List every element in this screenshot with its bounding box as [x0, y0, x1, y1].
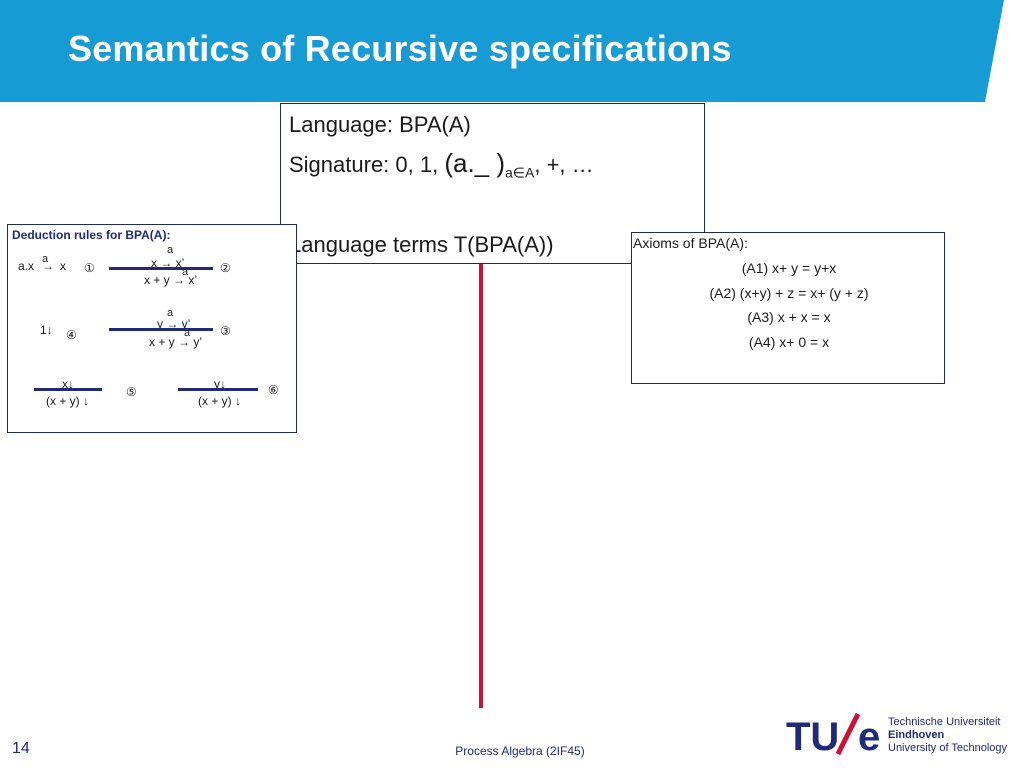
rule5-bar	[34, 388, 102, 391]
deduction-rules-title: Deduction rules for BPA(A):	[12, 228, 171, 242]
logo-line2: Eindhoven	[888, 729, 945, 741]
rule6-number: ⑥	[268, 383, 279, 397]
rule1-arrow: →	[42, 259, 54, 273]
rule2-number: ②	[220, 261, 231, 275]
rule1-label: a	[42, 253, 49, 265]
rule3-premise: y → y’	[157, 317, 191, 331]
signature-action: (a._ )	[444, 148, 506, 178]
rule2-bar	[109, 267, 213, 270]
rule6-bar	[178, 388, 258, 391]
page-number: 14	[12, 740, 30, 757]
rule2-premise: x → x’	[151, 256, 185, 270]
axiom-a4: (A4) x+ 0 = x	[748, 334, 830, 350]
rule2-label-bottom: a	[182, 266, 189, 278]
axiom-a2: (A2) (x+y) + z = x+ (y + z)	[709, 285, 869, 301]
logo-text: Technische Universiteit Eindhoven Univer…	[888, 716, 1007, 755]
signature-prefix: Signature: 0, 1,	[289, 152, 445, 177]
deduction-rules-box: Deduction rules for BPA(A): a.x a → x ① …	[7, 224, 297, 433]
rule1-target: x	[60, 259, 66, 273]
header-shape	[0, 0, 1004, 102]
signature-line: Signature: 0, 1, (a._ )a∈A, +, …	[289, 148, 594, 181]
rule3-label-bottom: a	[184, 327, 191, 339]
rule4-number: ④	[66, 328, 77, 342]
rule5-conclusion: (x + y) ↓	[46, 394, 90, 408]
language-line: Language: BPA(A)	[289, 112, 471, 137]
axioms-box: Axioms of BPA(A): (A1) x+ y = y+x (A2) (…	[631, 232, 945, 384]
rule3-number: ③	[220, 324, 231, 338]
rule6-conclusion: (x + y) ↓	[198, 394, 242, 408]
axioms-title: Axioms of BPA(A):	[633, 235, 748, 251]
signature-suffix: , +, …	[534, 152, 594, 177]
rule3-label-top: a	[167, 307, 174, 319]
logo-slash	[835, 712, 861, 756]
rule1-number: ①	[84, 261, 95, 275]
rule1-expr: a.x	[18, 259, 35, 273]
rule3-conclusion: x + y → y’	[149, 335, 203, 349]
signature-subscript: a∈A	[505, 164, 535, 181]
logo-tu: TU	[786, 715, 839, 756]
rule2-conclusion: x + y → x’	[144, 273, 198, 287]
axiom-a1: (A1) x+ y = y+x	[741, 260, 837, 276]
rule3-bar	[109, 328, 213, 331]
slide-title: Semantics of Recursive specifications	[68, 28, 732, 69]
rule5-premise: x↓	[62, 377, 74, 391]
logo-line1: Technische Universiteit	[888, 716, 1001, 728]
axiom-a3: (A3) x + x = x	[747, 309, 831, 325]
tue-logo: TU e	[786, 712, 880, 756]
red-divider-line	[479, 263, 483, 708]
language-terms-line: Language terms T(BPA(A))	[289, 232, 554, 257]
rule5-number: ⑤	[126, 385, 137, 399]
logo-e: e	[858, 715, 880, 756]
footer-course: Process Algebra (2IF45)	[455, 744, 585, 758]
rule4-expr: 1↓	[40, 323, 53, 337]
logo-line3: University of Technology	[888, 742, 1008, 754]
header-band: Semantics of Recursive specifications	[0, 0, 1024, 102]
rule6-premise: y↓	[214, 377, 226, 391]
rule2-label-top: a	[167, 244, 174, 256]
